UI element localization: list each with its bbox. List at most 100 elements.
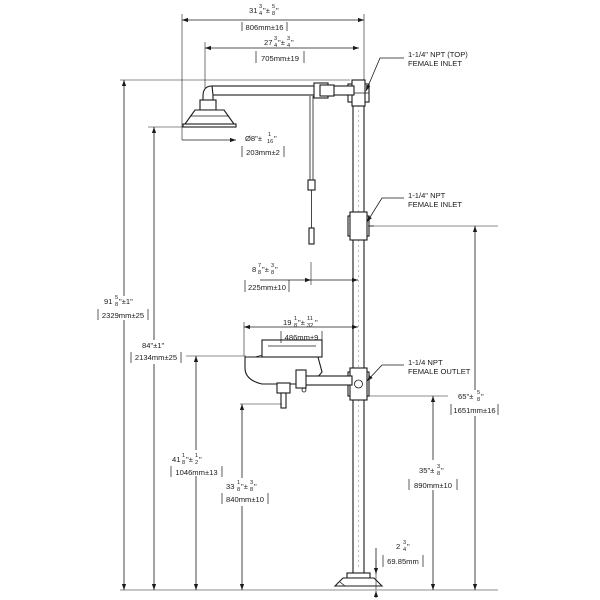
callout-outlet-line2: FEMALE OUTLET (408, 367, 471, 376)
dim-main: Ø8"± (245, 134, 262, 143)
dim-sep: "± (262, 265, 269, 274)
dim-sep: "± (278, 38, 285, 47)
dim-metric: 486mm±9 (285, 333, 319, 342)
dim-tol-den: 8 (271, 270, 274, 276)
dim-frac-den: 4 (274, 43, 277, 49)
dim-label-eyewash-reach: 19 1 8 "± 11 32 " 486mm±9 (280, 316, 323, 343)
eyewash-bowl (244, 339, 353, 409)
dim-tail: " (481, 392, 484, 401)
dim-label-mid-inlet-height: 65"± 5 8 " 1651mm±16 (448, 390, 500, 416)
dim-metric: 69.85mm (387, 557, 419, 566)
dim-tol-den: 8 (437, 471, 440, 477)
callout-mid-inlet-line2: FEMALE INLET (408, 200, 462, 209)
dim-frac-num: 3 (274, 36, 277, 42)
dim-metric: 2329mm±25 (102, 311, 144, 320)
dim-tail: " (254, 482, 257, 491)
dim-tol-den: 2 (195, 460, 198, 466)
dim-tail: " (315, 318, 318, 327)
dim-sep: "± (186, 455, 193, 464)
dim-main: 27 (264, 38, 272, 47)
dim-sep: "± (298, 318, 305, 327)
dim-frac-den: 8 (294, 323, 297, 329)
dim-tol-den: 32 (307, 323, 313, 329)
dim-tol-num: 5 (477, 390, 480, 396)
floor-base (333, 572, 384, 587)
dim-label-head-reach: 27 3 4 "± 3 4 " 705mm±19 (255, 36, 305, 63)
dim-tol-num: 11 (307, 316, 313, 322)
dim-main: 31 (249, 6, 257, 15)
dim-main: 84"±1" (142, 341, 165, 350)
dim-main: 2 (396, 542, 400, 551)
dim-tol-num: 5 (272, 4, 275, 10)
dim-metric: 705mm±19 (261, 54, 299, 63)
dimension-lines (121, 17, 478, 598)
callout-outlet: 1-1/4 NPT FEMALE OUTLET (408, 358, 471, 376)
dim-tol-den: 4 (287, 43, 290, 49)
dim-metric: 1651mm±16 (453, 406, 495, 415)
dim-tol-num: 3 (271, 263, 274, 269)
dim-tol-num: 3 (250, 480, 253, 486)
shower-head (182, 109, 237, 128)
callout-mid-inlet-line1: 1-1/4" NPT (408, 191, 446, 200)
dim-frac-den: 8 (182, 460, 185, 466)
dim-frac-den: 8 (258, 270, 261, 276)
dim-sep: "±1" (119, 297, 133, 306)
callout-mid-inlet: 1-1/4" NPT FEMALE INLET (408, 191, 462, 209)
dim-frac-num: 1 (294, 316, 297, 322)
dim-tol-num: 1 (195, 453, 198, 459)
dim-tol-den: 16 (267, 139, 273, 145)
dim-metric: 890mm±10 (414, 481, 452, 490)
dim-frac-num: 1 (237, 480, 240, 486)
dim-label-overall-width: 31 3 4 "± 5 8 " 806mm±16 (241, 4, 288, 32)
dim-frac-num: 3 (403, 540, 406, 546)
dim-main: 33 (226, 482, 234, 491)
dim-frac-num: 7 (258, 263, 261, 269)
callout-leaders (365, 57, 404, 382)
dim-sep: "± (263, 6, 270, 15)
dim-label-base-height: 2 3 4 " 69.85mm (382, 540, 424, 567)
outlet-fitting (347, 367, 370, 401)
dim-frac-den: 8 (237, 487, 240, 493)
extension-lines (120, 14, 498, 591)
main-pipe-column (352, 87, 365, 576)
dim-main: 35"± (419, 466, 434, 475)
dim-label-bowl-height: 33 1 8 "± 3 8 " 840mm±10 (218, 478, 270, 506)
dim-frac-num: 3 (259, 4, 262, 10)
dim-frac-den: 4 (403, 547, 406, 553)
dim-label-outlet-height: 35"± 3 8 " 890mm±10 (404, 460, 462, 490)
dim-frac-den: 8 (115, 302, 118, 308)
dim-tol-den: 8 (272, 11, 275, 17)
top-inlet-fitting (347, 79, 370, 107)
dim-main: 91 (104, 297, 112, 306)
callout-top-inlet-line2: FEMALE INLET (408, 59, 462, 68)
dim-metric: 806mm±16 (246, 23, 284, 32)
dim-frac-num: 5 (115, 295, 118, 301)
dim-label-overall-height: 91 5 8 "±1" 2329mm±25 (94, 295, 152, 320)
pull-rod (307, 96, 316, 245)
dim-label-head-height: 84"±1" 2134mm±25 (130, 340, 182, 364)
callout-top-inlet: 1-1/4" NPT (TOP) FEMALE INLET (408, 50, 468, 68)
dim-metric: 840mm±10 (226, 495, 264, 504)
dim-tol-num: 3 (437, 464, 440, 470)
dim-metric: 225mm±10 (248, 283, 286, 292)
dim-tol-num: 3 (287, 36, 290, 42)
dim-tail: " (291, 38, 294, 47)
dim-metric: 1046mm±13 (175, 468, 217, 477)
callout-outlet-line1: 1-1/4 NPT (408, 358, 443, 367)
dim-tol-den: 8 (477, 397, 480, 403)
dim-tail: " (441, 466, 444, 475)
callout-top-inlet-line1: 1-1/4" NPT (TOP) (408, 50, 468, 59)
dim-frac-den: 4 (259, 11, 262, 17)
dim-main: 65"± (458, 392, 473, 401)
dim-tail: " (199, 455, 202, 464)
dim-tail: " (407, 542, 410, 551)
dim-tail: " (276, 6, 279, 15)
dim-tol-num: 1 (268, 132, 271, 138)
dim-sep: "± (241, 482, 248, 491)
dim-label-eyewash-top-height: 41 1 8 "± 1 2 " 1046mm±13 (168, 450, 224, 477)
dim-main: 41 (172, 455, 180, 464)
dim-tol-den: 8 (250, 487, 253, 493)
dim-label-pull-rod-offset: 8 7 8 "± 3 8 " 225mm±10 (244, 263, 290, 292)
dim-label-head-diameter: Ø8"± 1 16 " 203mm±2 (241, 132, 285, 157)
